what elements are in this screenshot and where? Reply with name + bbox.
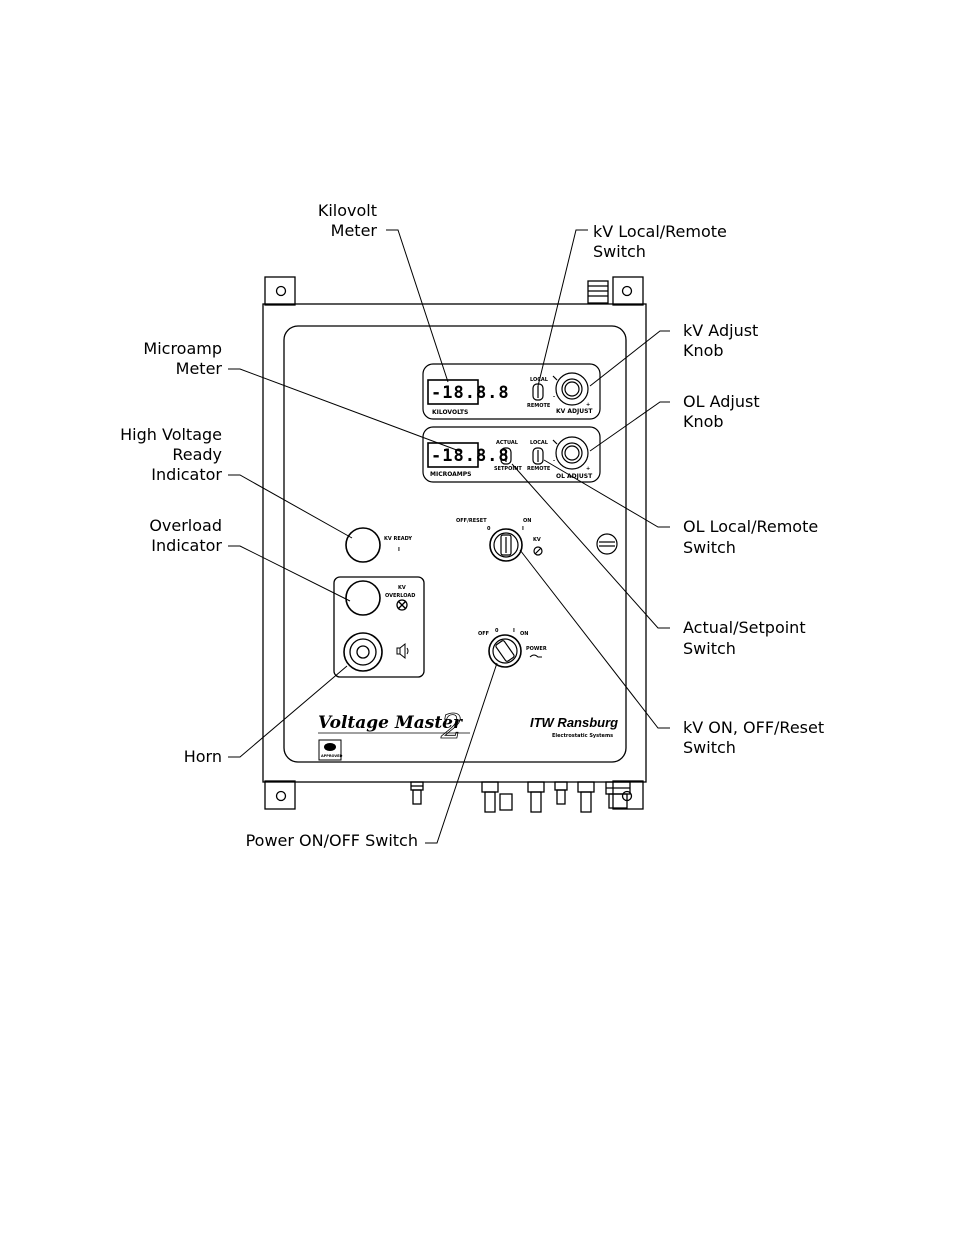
speaker-icon (396, 642, 409, 660)
off-reset-label: OFF/RESET (456, 518, 487, 524)
microamp-display: -18.8.8 (431, 446, 510, 466)
kv-local-remote-callout-2: Switch (593, 242, 646, 261)
power-on-label: ON (520, 631, 528, 637)
ol-local-remote-switch[interactable] (532, 447, 544, 465)
power-zero-label: 0 (495, 628, 499, 634)
kv-adjust-callout-1: kV Adjust (683, 321, 758, 340)
enclosure-body (262, 303, 647, 783)
microamps-label: MICROAMPS (430, 471, 472, 478)
kv-overload-label-2: OVERLOAD (385, 593, 415, 599)
ol-local-label: LOCAL (530, 440, 549, 446)
kv-adjust-label: KV ADJUST (556, 408, 593, 415)
leader-lines (228, 229, 670, 844)
power-switch-group: OFF 0 I ON POWER (478, 628, 547, 668)
kilovolt-meter-callout-1: Kilovolt (318, 201, 377, 220)
microamp-module: -18.8.8 MICROAMPS ACTUAL SETPOINT LOCAL … (422, 426, 601, 483)
svg-text:0: 0 (487, 526, 491, 532)
mounting-tab-bottom-left (264, 780, 296, 810)
ol-remote-label: REMOTE (527, 466, 551, 472)
ol-adjust-label: OL ADJUST (556, 473, 593, 480)
kilovolt-display: -18.8.8 (431, 383, 510, 403)
fm-approved-mark: FM APPROVED (318, 739, 343, 761)
mounting-hole-icon (275, 285, 287, 297)
svg-text:I: I (398, 547, 400, 553)
plug-icon (529, 654, 542, 658)
ransburg-logo: ITW Ransburg (530, 715, 618, 730)
ol-local-remote-callout-2: Switch (683, 538, 736, 557)
microamp-meter-callout-1: Microamp (143, 339, 222, 358)
ol-adjust-callout-1: OL Adjust (683, 392, 760, 411)
hv-ready-callout-2: Ready (172, 445, 222, 464)
horn-callout: Horn (184, 747, 222, 766)
horn (343, 632, 383, 672)
faceplate (283, 325, 627, 763)
svg-text:-: - (553, 394, 555, 400)
kilovolts-label: KILOVOLTS (432, 409, 468, 416)
kv-on-label: ON (523, 518, 531, 524)
kilovolt-module: -18.8.8 KILOVOLTS LOCAL REMOTE + - KV AD… (422, 363, 601, 420)
actual-setpoint-switch[interactable] (500, 447, 512, 465)
svg-text:+: + (586, 402, 590, 408)
kv-local-remote-callout-1: kV Local/Remote (593, 222, 727, 241)
kv-on-off-reset-switch[interactable] (489, 528, 523, 562)
actual-setpoint-callout-2: Switch (683, 639, 736, 658)
cable-gland-top (587, 280, 609, 304)
power-off-label: OFF (478, 631, 489, 637)
screw-icon (596, 533, 618, 555)
actual-setpoint-callout-1: Actual/Setpoint (683, 618, 806, 637)
ol-adjust-knob[interactable] (552, 436, 589, 470)
kilovolt-meter (427, 379, 479, 405)
svg-text:APPROVED: APPROVED (321, 754, 343, 758)
hv-ready-callout-1: High Voltage (120, 425, 222, 444)
kv-ready-label: KV READY (384, 536, 412, 542)
setpoint-label: SETPOINT (494, 466, 522, 472)
kv-ready-group: KV READY I (345, 527, 412, 563)
svg-text:FM: FM (326, 745, 333, 750)
power-label: POWER (526, 646, 547, 652)
overload-callout-2: Indicator (151, 536, 222, 555)
hv-ready-indicator (345, 527, 381, 563)
ransburg-sub: Electrostatic Systems (552, 733, 613, 739)
kv-local-remote-switch[interactable] (532, 383, 544, 401)
microamp-meter (427, 442, 479, 468)
power-one-label: I (513, 628, 515, 634)
voltage-master-logo: Voltage Master (318, 713, 463, 733)
mounting-hole-icon (275, 790, 287, 802)
kv-adjust-knob[interactable] (552, 372, 589, 406)
actual-label: ACTUAL (496, 440, 519, 446)
voltage-master-2-mark: 2 (440, 707, 463, 747)
callout-labels: Kilovolt Meter kV Local/Remote Switch Mi… (120, 201, 824, 850)
mounting-tab-top-right (612, 276, 644, 306)
mounting-hole-icon (621, 285, 633, 297)
svg-text:-: - (553, 458, 555, 464)
mounting-tab-bottom-right (612, 780, 644, 810)
hv-ready-callout-3: Indicator (151, 465, 222, 484)
svg-text:+: + (586, 466, 590, 472)
overload-icon (396, 599, 408, 611)
bottom-fittings (410, 781, 631, 813)
power-on-off-switch[interactable] (488, 634, 522, 668)
svg-text:I: I (522, 526, 524, 532)
kv-adjust-callout-2: Knob (683, 341, 724, 360)
microamp-meter-callout-2: Meter (176, 359, 223, 378)
enclosure (262, 276, 647, 813)
kv-switch-group: OFF/RESET 0 ON I KV (456, 518, 543, 562)
ol-local-remote-callout-1: OL Local/Remote (683, 517, 818, 536)
overload-indicator (345, 580, 381, 616)
kv-on-off-callout-2: Switch (683, 738, 736, 757)
power-switch-callout: Power ON/OFF Switch (246, 831, 418, 850)
kv-on-off-callout-1: kV ON, OFF/Reset (683, 718, 824, 737)
overload-callout-1: Overload (149, 516, 222, 535)
mounting-tab-top-left (264, 276, 296, 306)
branding: Voltage Master 2 ITW Ransburg Electrosta… (318, 707, 618, 761)
ol-adjust-callout-2: Knob (683, 412, 724, 431)
kv-overload-label-1: KV (398, 585, 406, 591)
kilovolt-meter-callout-2: Meter (331, 221, 378, 240)
kv-label: KV (533, 537, 541, 543)
kv-remote-label: REMOTE (527, 403, 551, 409)
overload-horn-box: KV OVERLOAD (333, 576, 425, 678)
kv-hv-icon (533, 546, 543, 556)
